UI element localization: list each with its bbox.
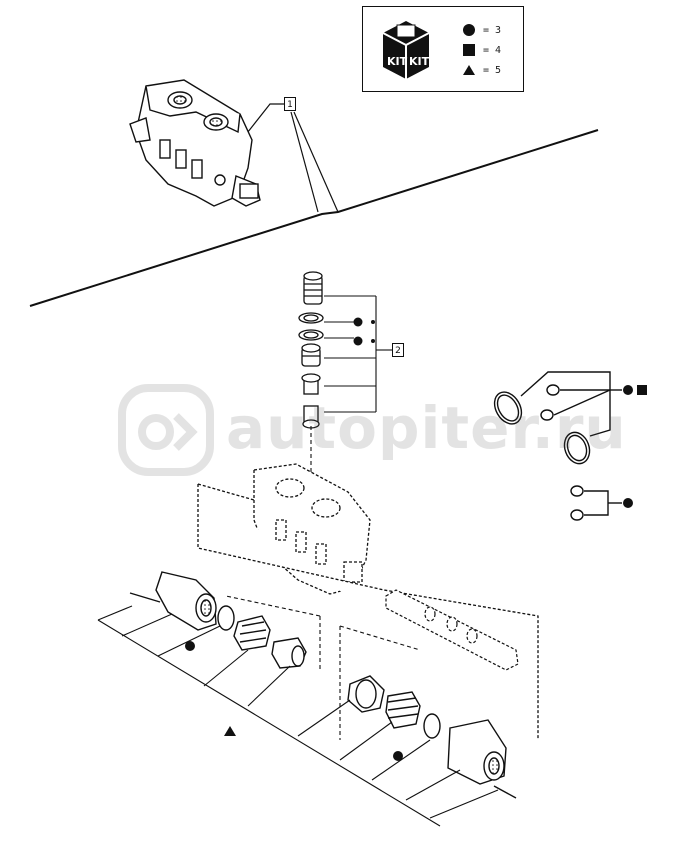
- separator-line: [29, 129, 599, 307]
- callout-1: 1: [284, 97, 296, 111]
- bottom-leaders: [97, 595, 499, 827]
- square-marker: [637, 385, 647, 395]
- end-cap-right: [347, 675, 517, 799]
- triangle-icon: [463, 65, 475, 75]
- callout-2-bracket: [310, 295, 392, 478]
- legend-circle-value: = 3: [483, 24, 502, 36]
- kit-box-icon: KIT KIT: [382, 21, 430, 79]
- legend-row-circle: = 3: [463, 23, 501, 37]
- o-ring-set: [493, 371, 622, 521]
- circle-marker: [353, 317, 363, 327]
- square-icon: [463, 44, 475, 56]
- spool-dashed: [385, 589, 519, 671]
- circle-marker: [185, 641, 195, 651]
- circle-marker: [393, 751, 403, 761]
- valve-section-assembly: [129, 79, 261, 207]
- legend-row-triangle: = 5: [463, 63, 501, 77]
- circle-icon: [463, 24, 475, 36]
- callout-1-leaders: [239, 103, 339, 213]
- kit-legend: KIT KIT = 3 = 4 = 5: [362, 6, 524, 92]
- valve-body-dashed: [197, 463, 539, 740]
- callout-2: 2: [392, 343, 404, 357]
- kit-label-right: KIT: [409, 55, 430, 68]
- spool-parts-stack: [298, 271, 324, 429]
- kit-label-left: KIT: [387, 55, 408, 68]
- legend-square-value: = 4: [483, 44, 502, 56]
- circle-marker: [371, 339, 375, 343]
- end-cap-left: [129, 571, 307, 669]
- legend-row-square: = 4: [463, 43, 501, 57]
- circle-marker: [623, 385, 633, 395]
- circle-marker: [623, 498, 633, 508]
- circle-marker: [353, 336, 363, 346]
- triangle-marker: [224, 726, 236, 736]
- circle-marker: [371, 320, 375, 324]
- legend-triangle-value: = 5: [483, 64, 502, 76]
